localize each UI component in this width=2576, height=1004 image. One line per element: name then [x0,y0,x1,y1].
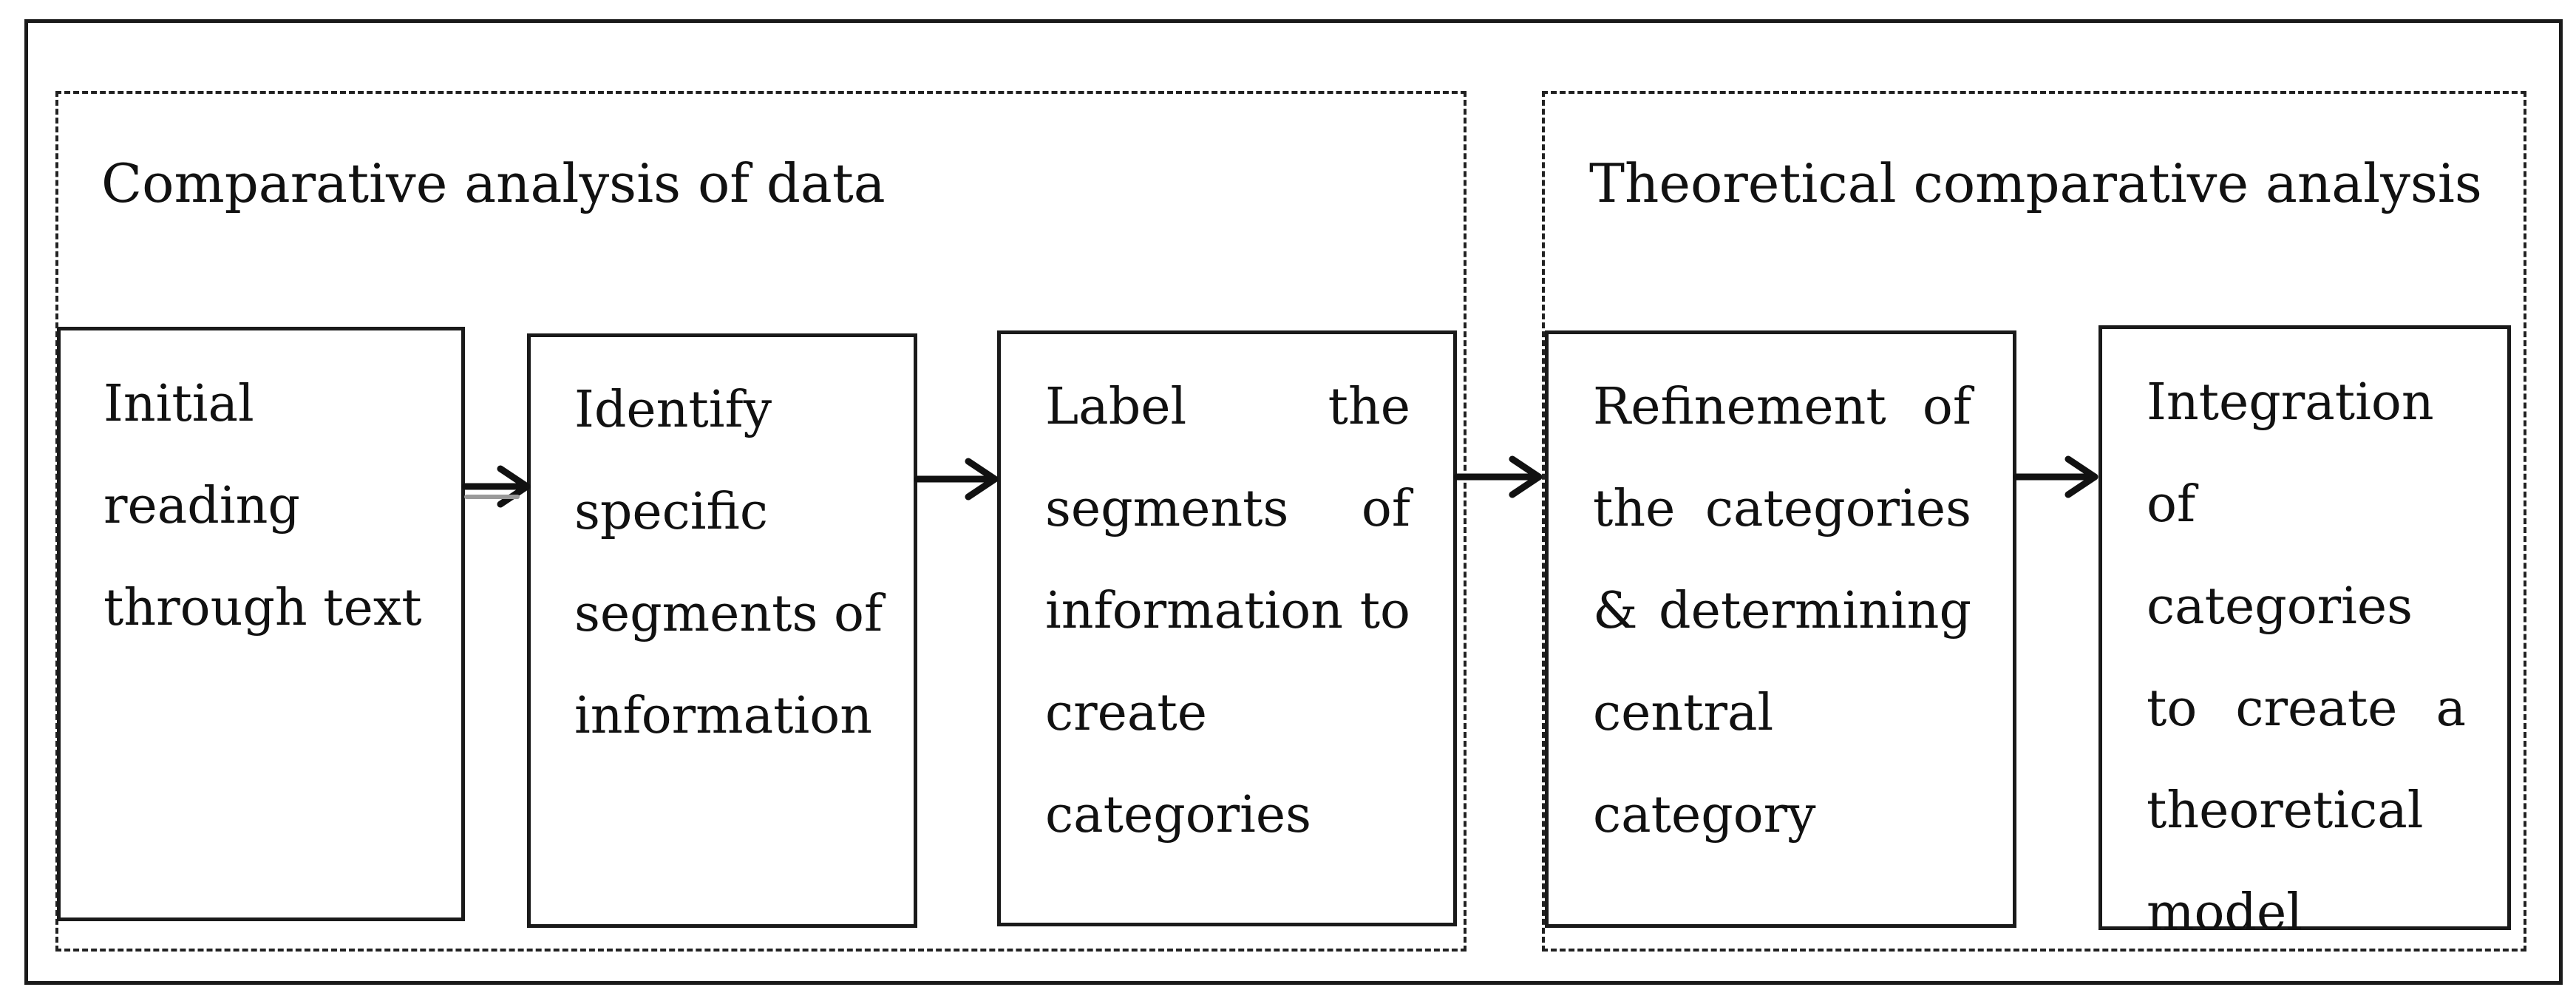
step4-line-4: central [1593,684,1774,742]
step5-line-5: model [2147,883,2303,942]
step2-line-1: Identify [574,381,772,439]
step2-line-2: specific [574,483,768,541]
step1-line-1: Initial [103,375,254,433]
group-theoretical-comparative-analysis [1542,91,2526,952]
step4-line-3: & determining [1593,582,1971,640]
step5-line-1: Integration [2147,373,2434,432]
step-box-identify-segments [527,333,917,928]
arrow-2-to-3 [914,458,999,501]
group-title-theoretical-analysis: Theoretical comparative analysis [1589,152,2482,214]
arrow-3-to-4 [1453,455,1543,498]
step5-line-3: to create a [2147,679,2466,738]
step3-line-2: segments of [1045,480,1410,538]
step3-line-3: information to [1045,582,1410,640]
step3-line-5: categories [1045,786,1312,844]
step5-line-4: theoretical [2147,781,2424,840]
step2-line-4: information [574,687,872,745]
step-box-refinement [1545,330,2016,928]
step1-line-2: reading [103,477,300,535]
step-text-label-segments: Label the segments of information to cre… [1045,356,1410,866]
outer-frame [24,19,2563,985]
step3-line-1: Label the [1045,378,1410,436]
step1-line-3: through text [103,579,422,637]
step-text-identify-segments: Identify specific segments of informatio… [574,359,892,767]
step4-line-2: the categories [1593,480,1971,538]
step4-line-5: category [1593,786,1816,844]
step-text-refinement: Refinement of the categories & determini… [1593,356,1971,866]
step5-line-2: of categories [2147,475,2413,636]
arrow-4-to-5 [2013,455,2098,498]
step4-line-1: Refinement of [1593,378,1971,436]
group-title-comparative-analysis: Comparative analysis of data [101,152,886,214]
step-text-initial-reading: Initial reading through text [103,353,436,659]
step-box-integration [2098,325,2511,930]
step3-line-4: create [1045,684,1207,742]
step2-line-3: segments of [574,585,883,643]
step-box-initial-reading [57,327,465,921]
arrow-1-to-2 [461,465,531,508]
step-text-integration: Integration of categories to create a th… [2147,352,2466,964]
step-box-label-segments [997,330,1457,926]
